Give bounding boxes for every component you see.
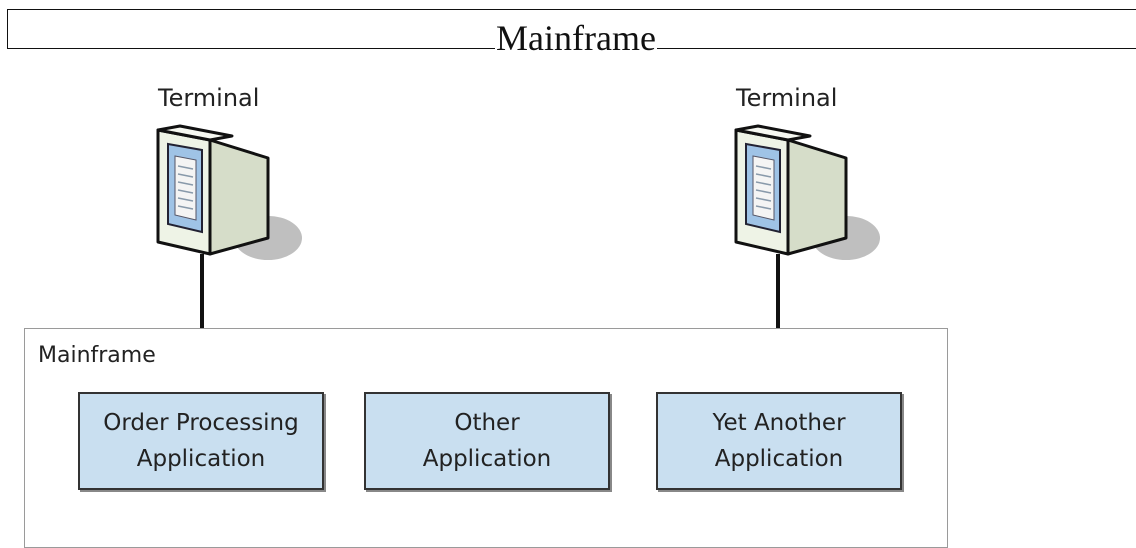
connector-left (200, 254, 204, 330)
terminal-left-monitor-icon (156, 124, 302, 260)
app-yet-another-line2: Application (714, 446, 844, 472)
app-order-processing-line2: Application (136, 446, 266, 472)
terminal-label-right: Terminal (736, 84, 838, 112)
page-title: Mainframe (0, 18, 1136, 58)
app-other-line2: Application (422, 446, 552, 472)
terminal-right-monitor-icon (734, 124, 880, 260)
terminal-label-left: Terminal (158, 84, 260, 112)
app-order-processing-line1: Order Processing (103, 410, 299, 436)
mainframe-label: Mainframe (38, 343, 156, 368)
app-yet-another-line1: Yet Another (712, 410, 846, 436)
app-other-line1: Other (454, 410, 520, 436)
app-yet-another: Yet Another Application (656, 392, 902, 490)
connector-right (776, 254, 780, 330)
page-title-text: Mainframe (495, 18, 657, 58)
app-order-processing: Order Processing Application (78, 392, 324, 490)
app-other: Other Application (364, 392, 610, 490)
